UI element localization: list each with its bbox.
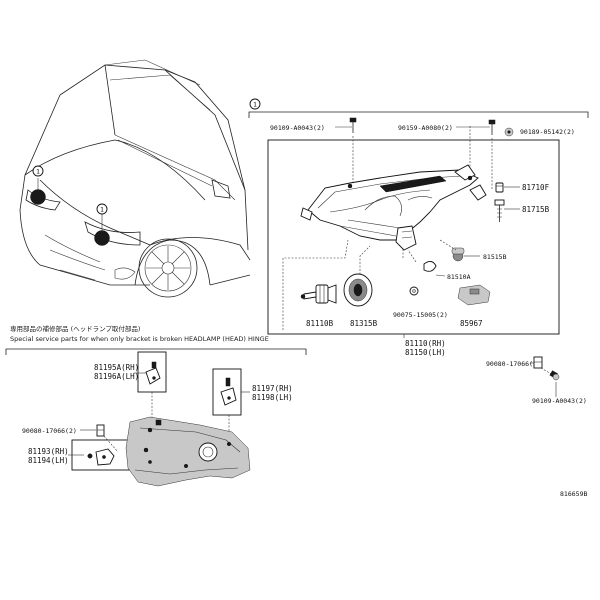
car-callout-1: 1 bbox=[30, 165, 46, 205]
label-bracket-rh: 81195A(RH) bbox=[94, 363, 139, 372]
label-assy-rh: 81110(RH) bbox=[405, 339, 446, 348]
bulb-icon bbox=[300, 284, 337, 304]
svg-text:1: 1 bbox=[36, 168, 40, 176]
svg-text:1: 1 bbox=[100, 206, 104, 214]
socket-icon bbox=[423, 261, 437, 272]
hinge-icon bbox=[220, 377, 237, 406]
nut-icon bbox=[96, 424, 105, 437]
headlamp-assembly-callout: 1 bbox=[248, 98, 589, 118]
label-socket-a: 81510A bbox=[447, 273, 471, 281]
socket-icon bbox=[451, 247, 465, 262]
screw-icon bbox=[488, 119, 496, 135]
washer-icon bbox=[504, 127, 514, 137]
bulb-socket-icon bbox=[495, 182, 504, 193]
headlamp-bracket-plate bbox=[125, 416, 251, 487]
car-front-illustration bbox=[19, 59, 251, 298]
label-stay-rh: 81193(RH) bbox=[28, 447, 69, 456]
label-assy-lh: 81150(LH) bbox=[405, 348, 446, 357]
diagram-id: 816659B bbox=[560, 490, 587, 498]
screw-icon bbox=[349, 117, 357, 133]
label-nut-left: 90080-17066(2) bbox=[22, 427, 77, 435]
label-hinge-lh: 81198(LH) bbox=[252, 393, 293, 402]
section-title-en: Special service parts for when only brac… bbox=[10, 335, 269, 343]
label-screw-top: 90109-A0043(2) bbox=[270, 124, 325, 132]
clip-icon bbox=[409, 286, 419, 296]
svg-text:1: 1 bbox=[253, 101, 257, 109]
label-screw-bottom: 90109-A0043(2) bbox=[532, 397, 587, 405]
nut-icon bbox=[533, 356, 543, 369]
label-adjuster-b: 81715B bbox=[522, 205, 550, 214]
label-nut-right: 90080-17066(2) bbox=[486, 360, 541, 368]
label-bulb-socket-f: 81710F bbox=[522, 183, 550, 192]
label-bracket-lh: 81196A(LH) bbox=[94, 372, 139, 381]
headlamp-housing bbox=[300, 164, 487, 251]
label-stay-lh: 81194(LH) bbox=[28, 456, 69, 465]
label-screw-mid: 90159-A0080(2) bbox=[398, 124, 453, 132]
screw-icon bbox=[549, 370, 560, 381]
label-socket-b: 81515B bbox=[483, 253, 507, 261]
label-bulb: 81110B bbox=[306, 319, 334, 328]
adjuster-bolt-icon bbox=[494, 199, 505, 222]
section-title-jp: 専用部品の補修部品 (ヘッドランプ取付部品) bbox=[10, 324, 140, 333]
label-clip: 90075-15005(2) bbox=[393, 311, 448, 319]
stay-icon bbox=[87, 448, 115, 466]
car-callout-2: 1 bbox=[94, 203, 110, 246]
headlamp-assembly-box bbox=[267, 139, 560, 335]
cover-icon bbox=[457, 284, 491, 306]
dust-cap-icon bbox=[343, 273, 373, 307]
label-cover: 85967 bbox=[460, 319, 483, 328]
label-screw-right: 90189-05142(2) bbox=[520, 128, 575, 136]
bracket-icon bbox=[145, 361, 161, 385]
label-cap: 81315B bbox=[350, 319, 378, 328]
label-hinge-rh: 81197(RH) bbox=[252, 384, 293, 393]
